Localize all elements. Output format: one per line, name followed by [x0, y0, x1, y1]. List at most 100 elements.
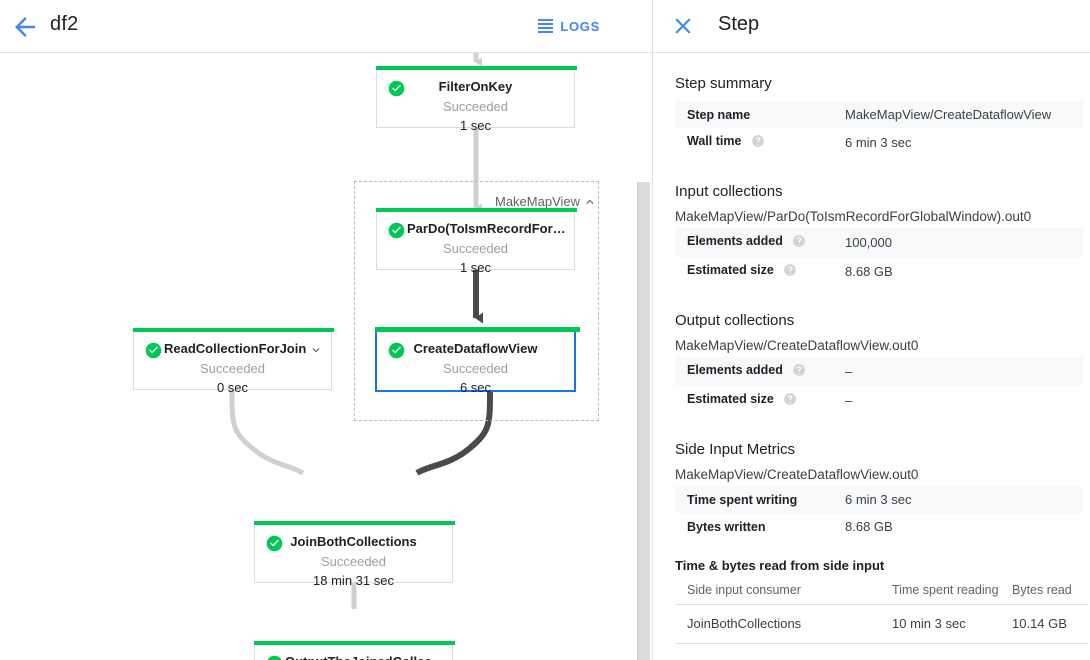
check-circle-icon	[388, 342, 405, 364]
help-icon[interactable]	[751, 134, 765, 151]
node-status-bar	[376, 208, 577, 212]
side-input-collection-name: MakeMapView/CreateDataflowView.out0	[675, 467, 919, 482]
row-label: Time spent writing	[687, 492, 798, 507]
left-header-bar: df2 LOGS	[0, 0, 652, 53]
table-row: Time spent writing 6 min 3 sec	[675, 486, 1083, 513]
output-collections-table: Elements added – Estimated size	[675, 357, 1083, 415]
node-status-bar	[376, 66, 577, 70]
node-duration: 1 sec	[459, 118, 492, 133]
logs-button-label: LOGS	[560, 18, 600, 34]
row-label: Estimated size	[687, 263, 774, 277]
job-graph-canvas[interactable]: MakeMapView FilterOnKey Succeeded 1 sec	[0, 53, 652, 660]
group-box-makemapview[interactable]	[354, 181, 599, 421]
node-duration: 0 sec	[216, 380, 249, 395]
row-value: 6 min 3 sec	[845, 492, 912, 507]
arrow-left-icon[interactable]	[10, 12, 40, 42]
input-collection-name: MakeMapView/ParDo(ToIsmRecordForGlobalWi…	[675, 209, 1032, 224]
side-input-consumers-table: Side input consumer Time spent reading B…	[675, 577, 1088, 644]
row-value: –	[845, 393, 853, 408]
node-status-label: Succeeded	[442, 241, 509, 256]
node-duration: 1 sec	[459, 260, 492, 275]
table-row: Step name MakeMapView/CreateDataflowView	[675, 101, 1083, 128]
table-row: Elements added –	[675, 357, 1083, 386]
section-heading-input-collections: Input collections	[675, 183, 783, 200]
table-row: Estimated size –	[675, 386, 1083, 415]
table-row: JoinBothCollections 10 min 3 sec 10.14 G…	[675, 604, 1088, 644]
row-label: Elements added	[687, 363, 783, 377]
graph-scrollbar-thumb[interactable]	[637, 182, 650, 660]
section-heading-step-summary: Step summary	[675, 75, 772, 92]
node-title: FilterOnKey	[438, 79, 513, 94]
step-panel-body: Step summary Step name MakeMapView/Creat…	[653, 53, 1090, 660]
group-label-makemapview: MakeMapView	[495, 194, 581, 209]
row-value: 8.68 GB	[845, 264, 893, 279]
step-details-pane: Step Step summary Step name MakeMapView/…	[653, 0, 1090, 660]
row-value: MakeMapView/CreateDataflowView	[845, 107, 1052, 122]
help-icon[interactable]	[783, 392, 797, 409]
node-duration: 6 sec	[459, 380, 492, 395]
check-circle-icon	[266, 535, 283, 557]
check-circle-icon	[145, 342, 162, 364]
step-panel-header: Step	[653, 0, 1090, 53]
row-value: 100,000	[845, 235, 892, 250]
step-panel-title: Step	[718, 13, 760, 35]
help-icon[interactable]	[783, 263, 797, 280]
node-title: ParDo(ToIsmRecordFor…	[407, 221, 566, 236]
table-row: Wall time 6 min 3 sec	[675, 128, 1083, 157]
help-icon[interactable]	[792, 234, 806, 251]
node-status-bar	[254, 641, 455, 645]
node-status-label: Succeeded	[442, 361, 509, 376]
node-status-label: Succeeded	[199, 361, 266, 376]
logs-button[interactable]: LOGS	[538, 14, 600, 38]
chevron-up-icon[interactable]	[583, 195, 597, 214]
close-icon[interactable]	[670, 13, 696, 39]
column-header-side-input-consumer: Side input consumer	[675, 577, 880, 605]
job-graph-pane: df2 LOGS	[0, 0, 652, 660]
graph-node-filteronkey[interactable]: FilterOnKey Succeeded 1 sec	[376, 66, 577, 133]
chevron-down-icon[interactable]	[309, 343, 323, 362]
row-label: Wall time	[687, 134, 742, 148]
table-row: Elements added 100,000	[675, 228, 1083, 257]
cell-side-input-consumer: JoinBothCollections	[675, 604, 880, 644]
node-title: JoinBothCollections	[290, 534, 417, 549]
help-icon[interactable]	[792, 363, 806, 380]
table-header-row: Side input consumer Time spent reading B…	[675, 577, 1088, 605]
row-label: Bytes written	[687, 519, 766, 534]
check-circle-icon	[388, 222, 405, 244]
node-title: CreateDataflowView	[413, 341, 538, 356]
row-label: Estimated size	[687, 392, 774, 406]
table-row: Estimated size 8.68 GB	[675, 257, 1083, 286]
check-circle-icon	[388, 80, 405, 102]
column-header-time-spent-reading: Time spent reading	[880, 577, 1000, 605]
graph-edges	[229, 53, 493, 609]
step-summary-table: Step name MakeMapView/CreateDataflowView…	[675, 101, 1083, 157]
column-header-bytes-read: Bytes read	[1000, 577, 1088, 605]
node-status-bar	[375, 327, 580, 332]
section-heading-side-input-metrics: Side Input Metrics	[675, 441, 796, 458]
input-collections-table: Elements added 100,000 Estimated size	[675, 228, 1083, 286]
node-status-label: Succeeded	[442, 99, 509, 114]
table-row: Bytes written 8.68 GB	[675, 513, 1083, 540]
node-duration: 18 min 31 sec	[313, 573, 394, 588]
cell-time-spent-reading: 10 min 3 sec	[880, 604, 1000, 644]
row-label: Elements added	[687, 234, 783, 248]
row-value: –	[845, 364, 853, 379]
node-title: ReadCollectionForJoin	[164, 341, 307, 356]
side-input-metrics-table: Time spent writing 6 min 3 sec Bytes wri…	[675, 486, 1083, 540]
graph-scrollbar[interactable]	[637, 53, 650, 660]
node-status-label: Succeeded	[320, 554, 387, 569]
hamburger-icon	[538, 19, 554, 33]
graph-node-pardo-toismrecord[interactable]: ParDo(ToIsmRecordFor… Succeeded 1 sec	[376, 208, 577, 275]
node-title: OutputTheJoinedCollec…	[255, 654, 452, 660]
graph-node-joinbothcollections[interactable]: JoinBothCollections Succeeded 18 min 31 …	[254, 521, 455, 588]
graph-node-readcollectionforjoin[interactable]: ReadCollectionForJoin Succeeded 0 sec	[133, 328, 334, 395]
row-value: 6 min 3 sec	[845, 135, 912, 150]
node-status-bar	[254, 521, 455, 525]
pane-divider	[652, 0, 653, 660]
graph-node-createdataflowview[interactable]: CreateDataflowView Succeeded 6 sec	[375, 327, 580, 395]
graph-node-outputthejoinedcollection[interactable]: OutputTheJoinedCollec… Succeeded 18 sec	[254, 641, 455, 660]
node-status-bar	[133, 328, 334, 332]
output-collection-name: MakeMapView/CreateDataflowView.out0	[675, 338, 919, 353]
section-heading-output-collections: Output collections	[675, 312, 795, 329]
